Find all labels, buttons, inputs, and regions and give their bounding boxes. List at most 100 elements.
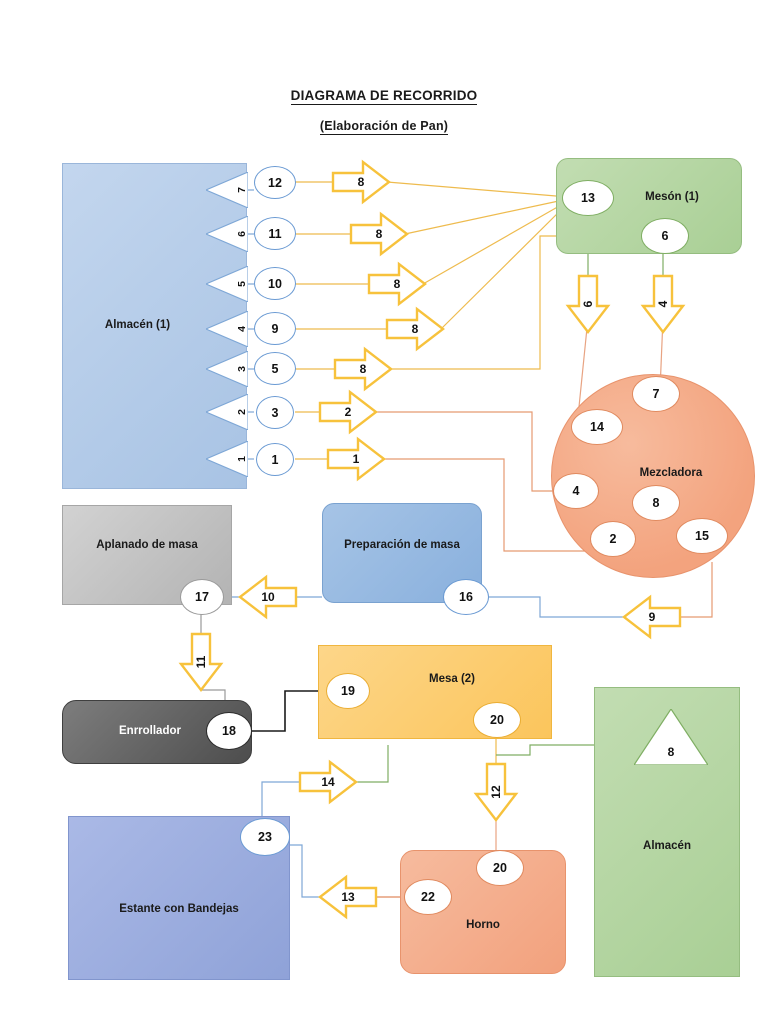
storage-triangle-4[interactable]: 4 [206,311,248,347]
node-10[interactable]: 10 [254,267,296,300]
node-7[interactable]: 7 [632,376,680,412]
node-2[interactable]: 2 [590,521,636,557]
transport-arrow-6-down-label: 6 [581,300,595,308]
node-23-label: 23 [258,830,272,844]
node-19[interactable]: 19 [326,673,370,709]
transport-arrow-8-c[interactable]: 8 [367,261,427,307]
node-5[interactable]: 5 [254,352,296,385]
storage-triangle-3[interactable]: 3 [206,351,248,387]
transport-arrow-14[interactable]: 14 [298,759,358,805]
transport-arrow-14-label: 14 [321,775,335,789]
transport-arrow-1[interactable]: 1 [326,436,386,482]
storage-triangle-8-label: 8 [667,745,675,759]
node-1[interactable]: 1 [256,443,294,476]
node-13[interactable]: 13 [562,180,614,216]
transport-arrow-11-down-label: 11 [194,655,208,669]
transport-arrow-6-down[interactable]: 6 [565,274,611,334]
node-6-meson-label: 6 [661,229,669,243]
storage-triangle-5-label: 5 [236,281,249,287]
block-almacen-final-label: Almacén [643,840,691,853]
transport-arrow-4-down-label: 4 [656,300,670,308]
node-3-label: 3 [271,405,279,420]
storage-triangle-5[interactable]: 5 [206,266,248,302]
node-10-label: 10 [268,276,282,291]
transport-arrow-8-b[interactable]: 8 [349,211,409,257]
transport-arrow-8-c-label: 8 [393,277,401,291]
transport-arrow-12-down-label: 12 [489,785,503,799]
node-22-label: 22 [421,890,435,904]
storage-triangle-7-label: 7 [236,187,249,193]
transport-arrow-8-d[interactable]: 8 [385,306,445,352]
storage-triangle-1[interactable]: 1 [206,441,248,477]
node-9-label: 9 [271,321,279,336]
transport-arrow-8-e[interactable]: 8 [333,346,393,392]
node-1-label: 1 [271,452,279,467]
node-18-label: 18 [222,724,236,738]
block-horno-label: Horno [466,919,500,932]
transport-arrow-8-a[interactable]: 8 [331,159,391,205]
node-20-horno[interactable]: 20 [476,850,524,886]
storage-triangle-8[interactable]: 8 [634,709,708,765]
node-20-mesa-label: 20 [490,713,504,727]
transport-arrow-10[interactable]: 10 [238,574,298,620]
node-20-mesa[interactable]: 20 [473,702,521,738]
node-7-label: 7 [652,387,660,401]
transport-arrow-2-label: 2 [344,405,352,419]
node-8[interactable]: 8 [632,485,680,521]
page-title: DIAGRAMA DE RECORRIDO [0,88,768,105]
storage-triangle-7[interactable]: 7 [206,172,248,208]
transport-arrow-9-label: 9 [648,610,656,624]
node-15[interactable]: 15 [676,518,728,554]
node-23[interactable]: 23 [240,818,290,856]
transport-arrow-2[interactable]: 2 [318,389,378,435]
node-17[interactable]: 17 [180,579,224,615]
block-mezcladora-label: Mezcladora [639,467,703,480]
node-4[interactable]: 4 [553,473,599,509]
storage-triangle-2[interactable]: 2 [206,394,248,430]
block-mesa-2-label: Mesa (2) [428,673,476,686]
node-22[interactable]: 22 [404,879,452,915]
transport-arrow-12-down[interactable]: 12 [473,762,519,822]
node-15-label: 15 [695,529,709,543]
transport-arrow-1-label: 1 [352,452,360,466]
node-16-label: 16 [459,590,473,604]
block-meson-1-label: Mesón (1) [645,191,699,204]
transport-arrow-13-label: 13 [341,890,355,904]
node-13-label: 13 [581,191,595,205]
transport-arrow-8-d-label: 8 [411,322,419,336]
node-2-label: 2 [609,532,617,546]
transport-arrow-10-label: 10 [261,590,275,604]
storage-triangle-2-label: 2 [236,409,249,415]
node-14[interactable]: 14 [571,409,623,445]
transport-arrow-4-down[interactable]: 4 [640,274,686,334]
node-11[interactable]: 11 [254,217,296,250]
transport-arrow-8-e-label: 8 [359,362,367,376]
page-subtitle-text: (Elaboración de Pan) [319,119,449,135]
node-19-label: 19 [341,684,355,698]
storage-triangle-3-label: 3 [236,366,249,372]
node-5-label: 5 [271,361,279,376]
storage-triangle-6-label: 6 [236,231,249,237]
node-11-label: 11 [268,226,282,241]
node-8-label: 8 [652,496,660,510]
node-3[interactable]: 3 [256,396,294,429]
transport-arrow-8-a-label: 8 [357,175,365,189]
transport-arrow-13[interactable]: 13 [318,874,378,920]
block-enrrollador-label: Enrrollador [119,725,181,738]
page-title-text: DIAGRAMA DE RECORRIDO [290,88,478,105]
transport-arrow-11-down[interactable]: 11 [178,632,224,692]
transport-arrow-8-b-label: 8 [375,227,383,241]
node-6-meson[interactable]: 6 [641,218,689,254]
node-16[interactable]: 16 [443,579,489,615]
block-preparacion-de-masa-label: Preparación de masa [344,539,460,552]
storage-triangle-6[interactable]: 6 [206,216,248,252]
node-18[interactable]: 18 [206,712,252,750]
block-estante-con-bandejas-label: Estante con Bandejas [119,903,239,916]
storage-triangle-1-label: 1 [236,456,249,462]
block-almacen-1-label: Almacén (1) [104,319,171,332]
transport-arrow-9[interactable]: 9 [622,594,682,640]
node-9[interactable]: 9 [254,312,296,345]
storage-triangle-4-label: 4 [236,326,249,332]
node-12[interactable]: 12 [254,166,296,199]
